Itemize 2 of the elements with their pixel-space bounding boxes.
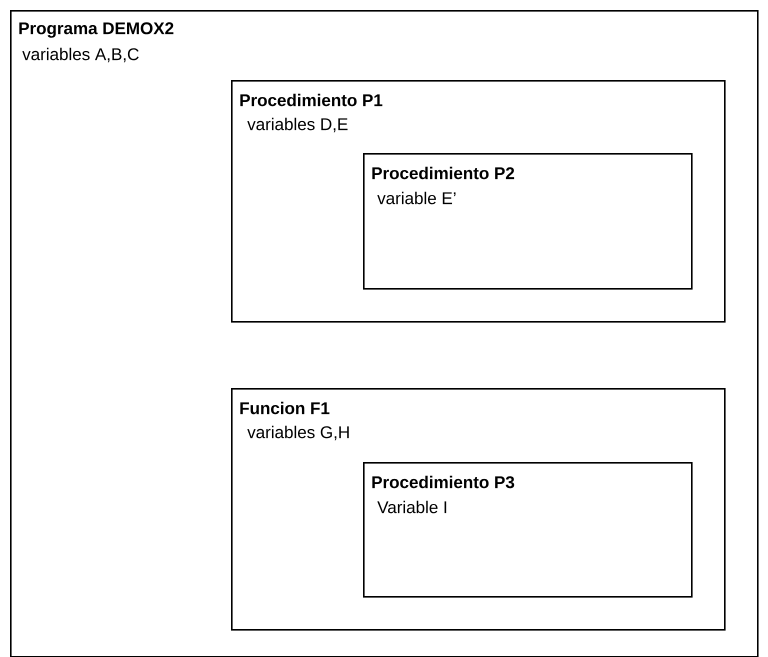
procedure-box: Procedimiento P2 variable E’ [363,153,693,290]
procedure-box: Procedimiento P3 Variable I [363,462,693,598]
